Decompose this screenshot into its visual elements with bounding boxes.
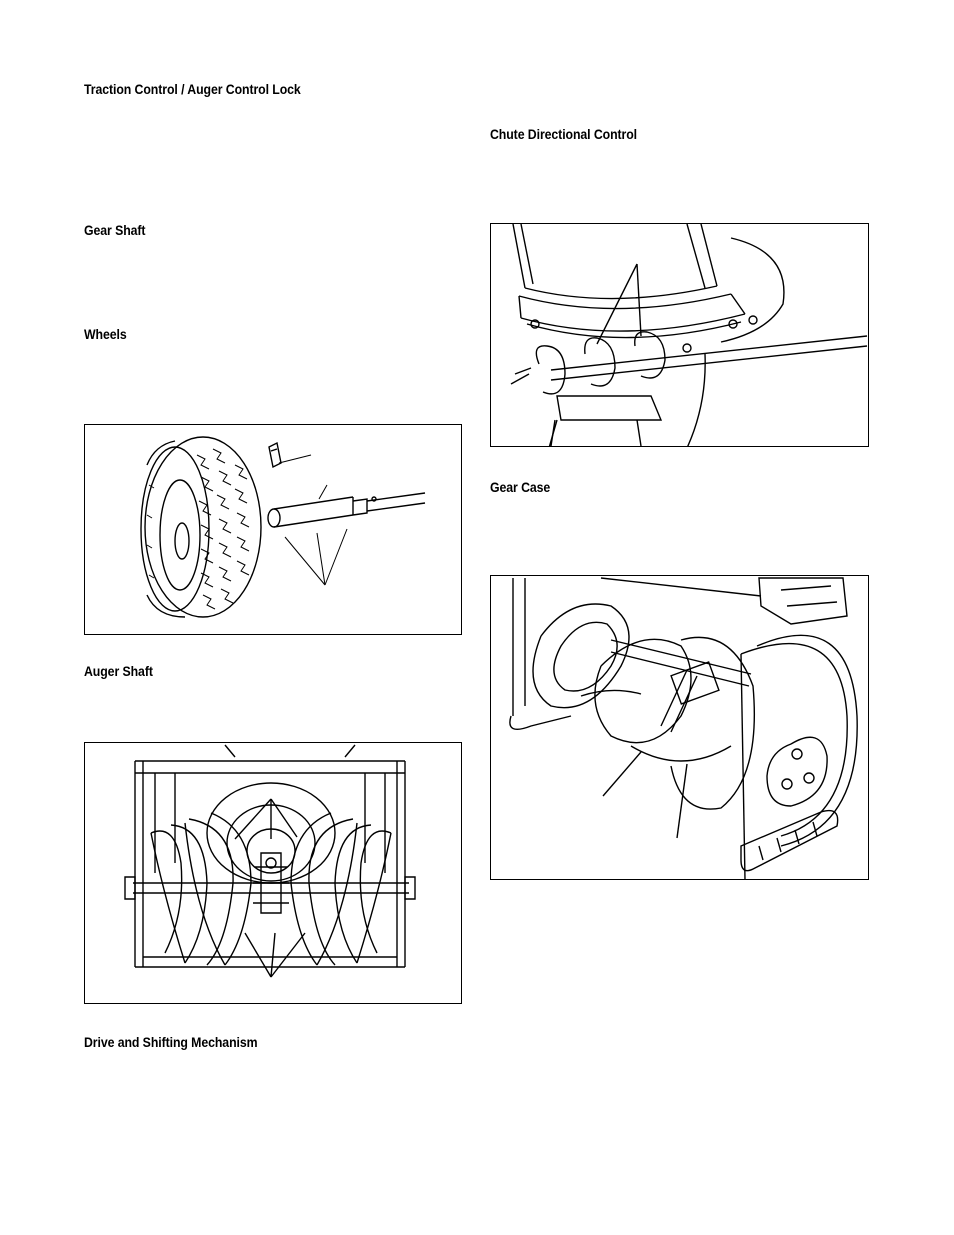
wheel-figure (84, 424, 462, 635)
heading-gear-shaft: Gear Shaft (84, 222, 146, 238)
heading-auger-shaft: Auger Shaft (84, 663, 153, 679)
auger-figure (84, 742, 462, 1004)
heading-drive-shifting: Drive and Shifting Mechanism (84, 1034, 258, 1050)
wheel-illustration (85, 425, 462, 635)
gear-case-illustration (491, 576, 869, 880)
auger-illustration (85, 743, 462, 1004)
gear-case-figure (490, 575, 869, 880)
heading-chute-control: Chute Directional Control (490, 126, 638, 142)
chute-figure (490, 223, 869, 447)
heading-traction-control: Traction Control / Auger Control Lock (84, 81, 301, 97)
heading-gear-case: Gear Case (490, 479, 551, 495)
heading-wheels: Wheels (84, 326, 127, 342)
chute-illustration (491, 224, 869, 447)
